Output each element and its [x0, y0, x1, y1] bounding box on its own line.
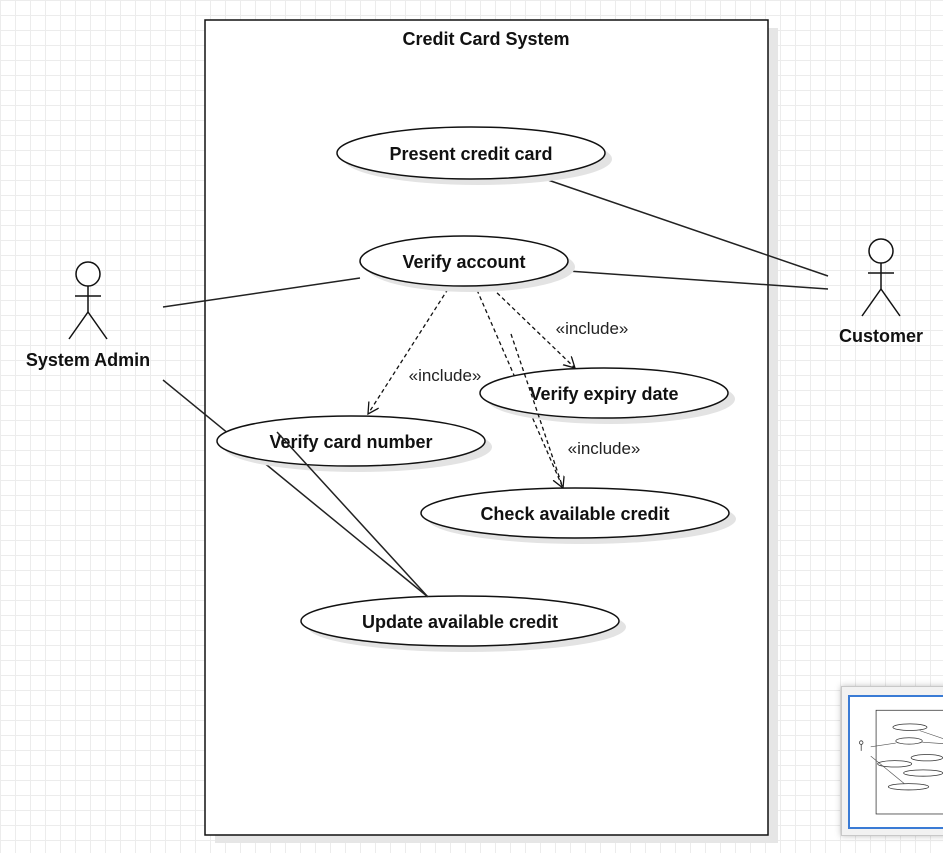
- actor-customer[interactable]: [861, 238, 901, 317]
- use-case-verify-expiry-date[interactable]: [479, 367, 729, 419]
- use-case-label-verify-account: Verify account: [402, 252, 525, 272]
- minimap-viewport[interactable]: [848, 695, 943, 829]
- use-case-verify-card-number[interactable]: [216, 415, 486, 467]
- actor-system-admin[interactable]: [68, 261, 108, 340]
- include-label-card-number: «include»: [409, 366, 482, 385]
- association-admin-update-credit-overlay: [276, 431, 429, 598]
- association-customer-verify-account[interactable]: [567, 270, 829, 290]
- include-label-available-credit: «include»: [568, 439, 641, 458]
- minimap-thumbnail: [859, 709, 943, 815]
- include-label-expiry-date: «include»: [556, 319, 629, 338]
- include-arrow-card-number[interactable]: [368, 288, 449, 414]
- include-arrow-expiry-date[interactable]: [491, 287, 575, 368]
- use-case-update-available-credit[interactable]: [300, 595, 620, 647]
- use-case-check-available-credit[interactable]: [420, 487, 730, 539]
- use-case-label-check-available-credit: Check available credit: [480, 504, 669, 524]
- association-customer-present-card[interactable]: [547, 179, 829, 277]
- include-arrow-available-credit-overlay: [510, 333, 564, 489]
- system-title: Credit Card System: [402, 29, 569, 49]
- use-case-present-credit-card[interactable]: [336, 126, 606, 180]
- use-case-label-verify-card-number: Verify card number: [269, 432, 432, 452]
- association-admin-verify-account[interactable]: [162, 277, 361, 308]
- actor-label-customer: Customer: [839, 326, 923, 346]
- use-case-label-update-available-credit: Update available credit: [362, 612, 558, 632]
- use-case-label-verify-expiry-date: Verify expiry date: [529, 384, 678, 404]
- association-admin-update-credit[interactable]: [162, 379, 429, 598]
- use-case-verify-account[interactable]: [359, 235, 569, 287]
- actor-label-system-admin: System Admin: [26, 350, 150, 370]
- use-case-label-present-credit-card: Present credit card: [389, 144, 552, 164]
- outline-minimap[interactable]: [841, 686, 943, 836]
